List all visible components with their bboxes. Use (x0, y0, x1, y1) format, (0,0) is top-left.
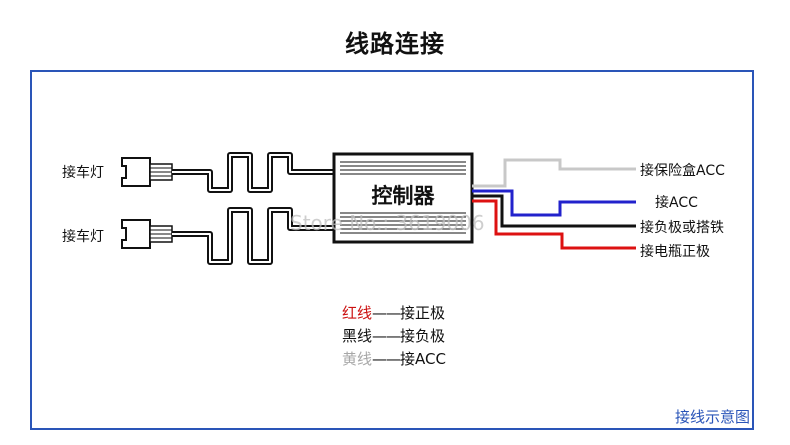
legend-key-black: 黑线 (342, 327, 373, 345)
legend-dash: —— (372, 350, 401, 368)
lamp-cable-2 (172, 207, 336, 265)
diagram-caption: 接线示意图 (674, 408, 750, 426)
lamp-connector-1 (121, 157, 173, 187)
legend-item-yellow: 黄线——接ACC (342, 348, 446, 369)
legend-item-red: 红线——接正极 (342, 302, 445, 323)
store-watermark: Store No.: 3619006 (290, 211, 485, 235)
lamp-cable-1 (172, 152, 336, 193)
legend-value-black: 接负极 (400, 327, 446, 345)
wire-label-battery: 接电瓶正极 (640, 243, 710, 260)
legend-key-red: 红线 (342, 304, 373, 322)
wire-label-ground: 接负极或搭铁 (640, 219, 724, 236)
lamp-label-2: 接车灯 (62, 228, 104, 245)
wire-battery (472, 199, 636, 250)
diagram-frame (30, 70, 754, 430)
diagram-title: 线路连接 (345, 30, 445, 58)
lamp-label-1: 接车灯 (62, 164, 104, 181)
legend-value-yellow: 接ACC (400, 350, 446, 368)
lamp-connector-2 (121, 219, 173, 249)
controller-box: 控制器 (332, 152, 474, 244)
wire-acc (472, 189, 636, 217)
wire-ground (472, 194, 636, 228)
legend-key-yellow: 黄线 (342, 350, 373, 368)
legend-dash: —— (372, 304, 401, 322)
wire-label-acc-fuse: 接保险盒ACC (640, 162, 725, 179)
legend-dash: —— (372, 327, 401, 345)
wire-label-acc: 接ACC (655, 194, 698, 211)
output-wires (472, 158, 636, 250)
controller-label: 控制器 (372, 184, 436, 208)
wire-acc-fuse (472, 158, 636, 188)
legend-value-red: 接正极 (400, 304, 446, 322)
legend-item-black: 黑线——接负极 (342, 325, 445, 346)
